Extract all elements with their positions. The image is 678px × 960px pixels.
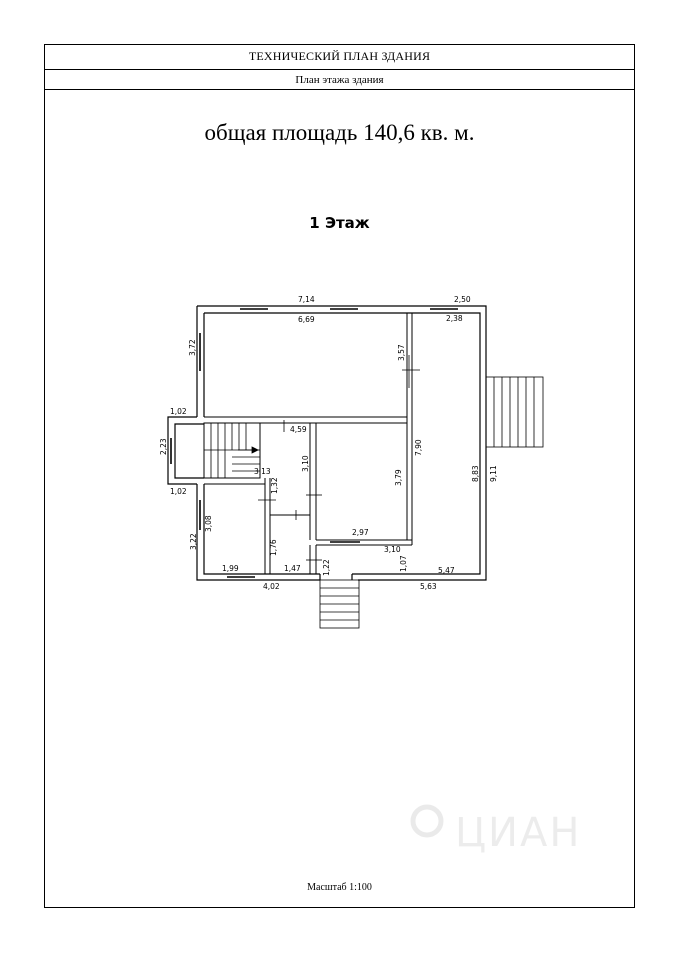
dim-right-outer-height: 9,11 — [489, 465, 498, 482]
total-area: общая площадь 140,6 кв. м. — [204, 120, 475, 145]
dim-bottom-inner: 5,47 — [438, 566, 455, 575]
dim-entry-width: 1,22 — [322, 559, 331, 576]
dim-right-top-outer: 2,50 — [454, 295, 471, 304]
dim-bay-bottom: 1,02 — [170, 487, 187, 496]
dimension-labels: 7,14 6,69 2,50 2,38 3,72 3,57 1,02 2,23 … — [159, 295, 498, 591]
dim-top-outer: 7,14 — [298, 295, 315, 304]
dim-bay-height: 2,23 — [159, 438, 168, 455]
dim-stair-small: 3,13 — [254, 467, 271, 476]
sheet-frame — [44, 44, 635, 908]
dim-bottom-room-width: 1,99 — [222, 564, 239, 573]
dim-big-room-height: 7,90 — [414, 439, 423, 456]
inner-walls — [203, 313, 413, 574]
dim-lower-left-room: 3,08 — [204, 515, 213, 532]
dim-left-room-height: 3,72 — [188, 339, 197, 356]
dim-lower-left-outer: 3,22 — [189, 533, 198, 550]
document-title: ТЕХНИЧЕСКИЙ ПЛАН ЗДАНИЯ — [44, 44, 635, 70]
dim-right-inner-height: 8,83 — [471, 465, 480, 482]
dim-right-small: 1,07 — [399, 555, 408, 572]
dim-center-room-height: 3,79 — [394, 469, 403, 486]
document-subtitle: План этажа здания — [44, 70, 635, 90]
dim-hall-vertical: 3,10 — [301, 455, 310, 472]
watermark-icon — [410, 804, 444, 838]
watermark-text: ЦИАН — [455, 810, 582, 856]
dim-right-top-inner: 2,38 — [446, 314, 463, 323]
floor-label: 1 Этаж — [309, 214, 370, 232]
dim-corridor-small: 1,32 — [270, 477, 279, 494]
dim-top-inner: 6,69 — [298, 315, 315, 324]
dim-lower-corridor: 1,76 — [269, 539, 278, 556]
outer-walls — [167, 305, 487, 581]
windows — [170, 308, 458, 578]
document-subtitle-text: План этажа здания — [295, 73, 384, 86]
scale-label: Масштаб 1:100 — [307, 882, 372, 893]
dim-center-room-width: 2,97 — [352, 528, 369, 537]
dim-bottom-left-outer: 4,02 — [263, 582, 280, 591]
dim-bottom-outer: 5,63 — [420, 582, 437, 591]
dim-hall-width: 4,59 — [290, 425, 307, 434]
dim-bay-top: 1,02 — [170, 407, 187, 416]
watermark-logo — [405, 785, 605, 855]
document-title-text: ТЕХНИЧЕСКИЙ ПЛАН ЗДАНИЯ — [248, 49, 431, 63]
dim-right-inner-wall: 3,10 — [384, 545, 401, 554]
doors — [258, 355, 420, 561]
stairs — [204, 376, 544, 629]
dim-mid-wall: 3,57 — [397, 344, 406, 361]
dim-bottom-corridor-width: 1,47 — [284, 564, 301, 573]
